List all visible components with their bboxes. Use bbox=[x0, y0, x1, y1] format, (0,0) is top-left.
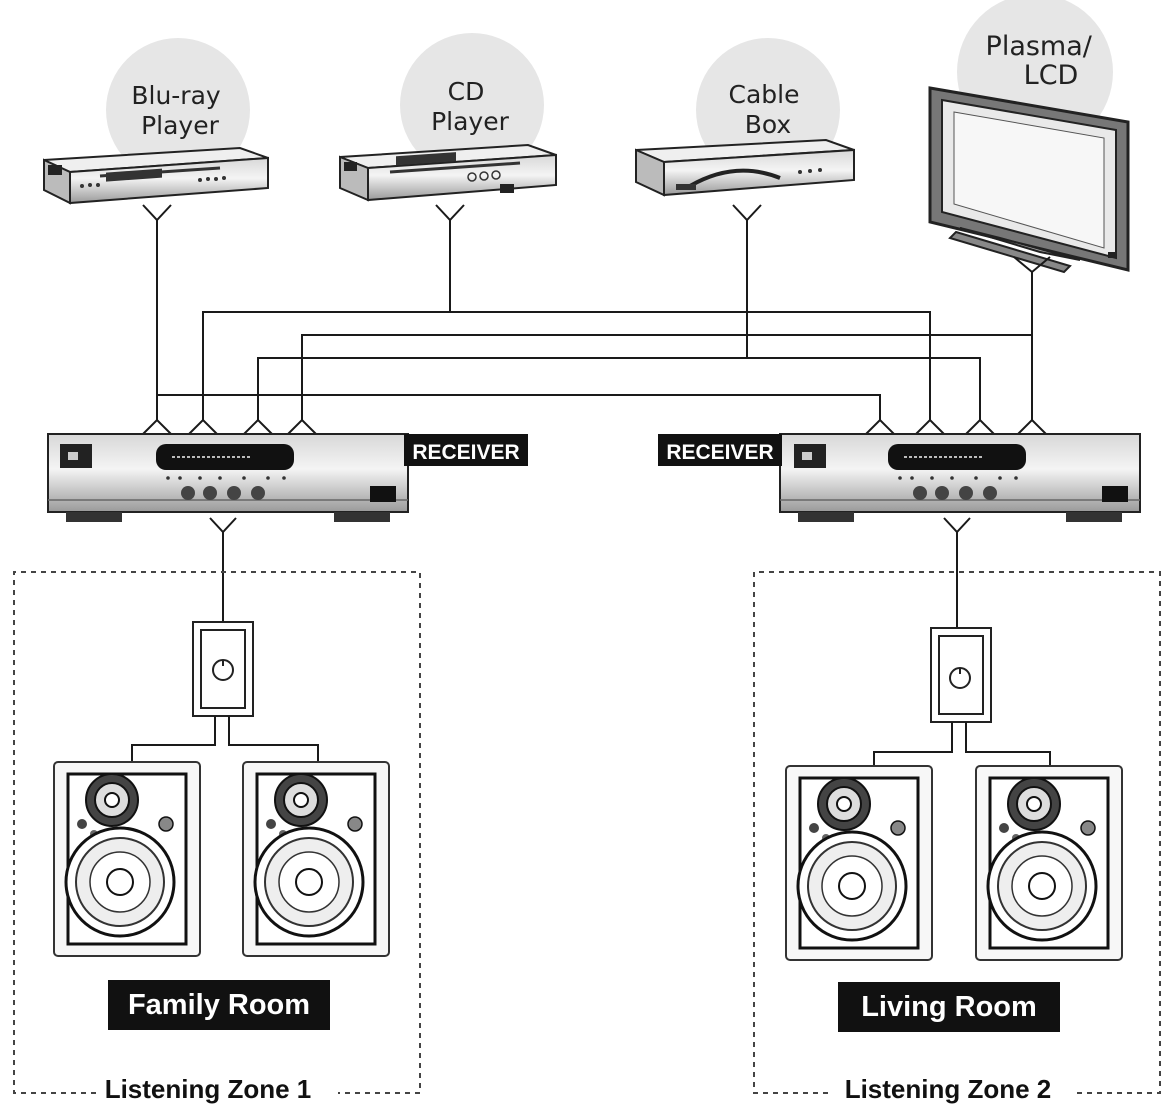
listening-zone-1-box bbox=[13, 571, 421, 1094]
speaker-fr-icon bbox=[242, 761, 390, 957]
cable-label-line-2: Box bbox=[745, 110, 791, 139]
receiver-outputs bbox=[209, 517, 971, 628]
speaker-ll-icon bbox=[785, 765, 933, 961]
cable-box-icon bbox=[635, 138, 855, 197]
bluray-label-line-2: Player bbox=[141, 111, 220, 140]
cd-label-line-2: Player bbox=[431, 107, 510, 136]
receiver-1-tag-bg bbox=[404, 434, 528, 466]
volume-control-1-icon bbox=[192, 621, 254, 717]
receiver-2-tag: RECEIVER bbox=[666, 441, 773, 464]
plasma-lcd-label: Plasma/ LCD bbox=[986, 31, 1101, 91]
bluray-player-icon bbox=[43, 146, 269, 205]
cd-player-label: CD Player bbox=[431, 77, 510, 136]
tv-label-line-1: Plasma/ bbox=[986, 31, 1093, 62]
living-room-title: Living Room bbox=[861, 991, 1037, 1023]
family-room-title: Family Room bbox=[128, 989, 310, 1021]
volume-control-2-icon bbox=[930, 627, 992, 723]
cd-player-icon bbox=[339, 143, 557, 202]
bluray-label-line-1: Blu-ray bbox=[131, 81, 221, 110]
signal-bus bbox=[156, 311, 1032, 420]
listening-zone-1-label: Listening Zone 1 bbox=[105, 1074, 312, 1104]
listening-zone-2-box bbox=[753, 571, 1161, 1094]
bluray-player-label: Blu-ray Player bbox=[131, 81, 228, 140]
receiver-inputs bbox=[142, 418, 1047, 435]
plasma-lcd-tv-icon bbox=[928, 86, 1130, 274]
cable-label-line-1: Cable bbox=[729, 80, 800, 109]
speaker-wires bbox=[131, 716, 1051, 766]
receiver-1-tag: RECEIVER bbox=[412, 441, 519, 464]
cable-box-label: Cable Box bbox=[729, 80, 808, 139]
receiver-2-tag-bg bbox=[658, 434, 782, 466]
receiver-2 bbox=[779, 433, 1141, 522]
tv-label-line-2: LCD bbox=[1024, 60, 1079, 91]
speaker-lr-icon bbox=[975, 765, 1123, 961]
speaker-fl-icon bbox=[53, 761, 201, 957]
living-room-title-bg bbox=[838, 982, 1060, 1032]
cd-label-line-1: CD bbox=[448, 77, 485, 106]
family-room-title-bg bbox=[108, 980, 330, 1030]
listening-zone-2-label: Listening Zone 2 bbox=[845, 1074, 1052, 1104]
receiver-1 bbox=[47, 433, 409, 522]
